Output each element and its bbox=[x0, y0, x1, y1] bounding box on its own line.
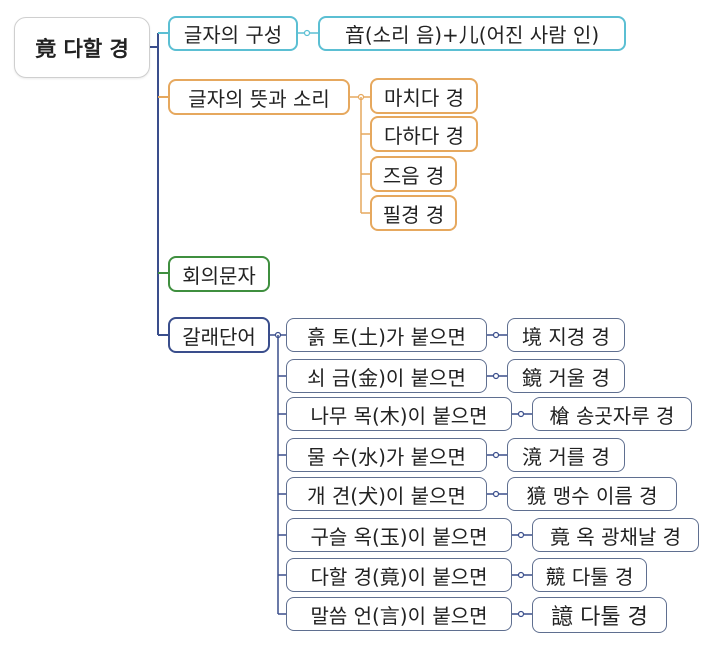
root-node: 竟 다할 경 bbox=[14, 17, 150, 78]
derived-condition: 쇠 금(金)이 붙으면 bbox=[286, 359, 487, 393]
meaning-item: 마치다 경 bbox=[370, 78, 478, 114]
derived-result: 競 다툴 경 bbox=[532, 558, 647, 592]
derived-result: 獍 맹수 이름 경 bbox=[507, 477, 677, 511]
branch-meaning-sound: 글자의 뜻과 소리 bbox=[168, 79, 350, 115]
branch-character-type: 회의문자 bbox=[168, 256, 270, 292]
derived-condition: 나무 목(木)이 붙으면 bbox=[286, 397, 512, 431]
branch-derived-words: 갈래단어 bbox=[168, 317, 270, 353]
meaning-item: 필경 경 bbox=[370, 195, 457, 231]
derived-condition: 개 견(犬)이 붙으면 bbox=[286, 477, 487, 511]
meaning-item: 즈음 경 bbox=[370, 156, 457, 192]
derived-result: 滰 거를 경 bbox=[507, 438, 625, 472]
derived-condition: 흙 토(土)가 붙으면 bbox=[286, 318, 487, 352]
derived-result: 竟 옥 광채날 경 bbox=[532, 518, 699, 552]
derived-result: 鏡 거울 경 bbox=[507, 359, 625, 393]
meaning-item: 다하다 경 bbox=[370, 116, 478, 152]
derived-result: 槍 송곳자루 경 bbox=[532, 397, 692, 431]
derived-condition: 다할 경(竟)이 붙으면 bbox=[286, 558, 512, 592]
composition-detail: 音(소리 음)+儿(어진 사람 인) bbox=[318, 16, 626, 51]
derived-condition: 물 수(水)가 붙으면 bbox=[286, 438, 487, 472]
derived-result: 境 지경 경 bbox=[507, 318, 625, 352]
branch-composition: 글자의 구성 bbox=[168, 16, 298, 51]
derived-condition: 말씀 언(言)이 붙으면 bbox=[286, 597, 512, 631]
derived-result: 譩 다툴 경 bbox=[532, 597, 667, 633]
derived-condition: 구슬 옥(玉)이 붙으면 bbox=[286, 518, 512, 552]
